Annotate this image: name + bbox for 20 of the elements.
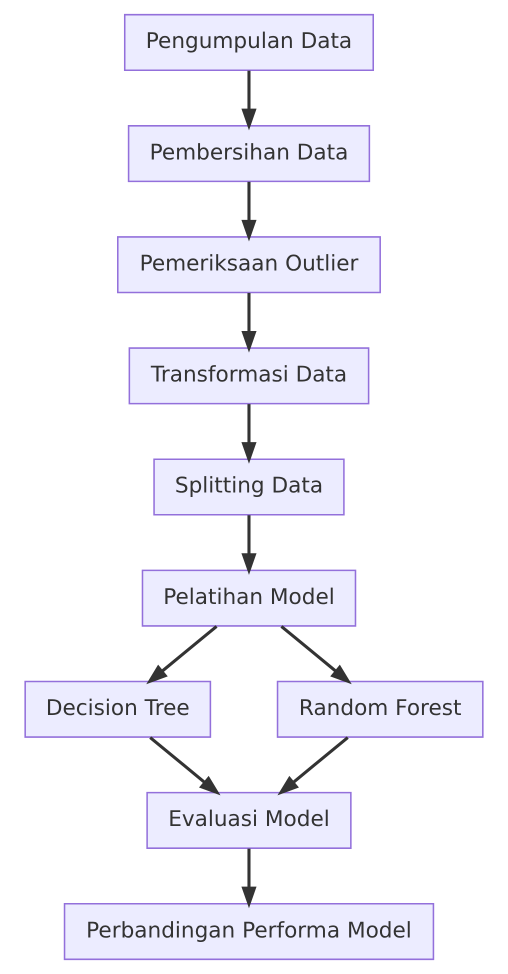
- arrow: [241, 182, 257, 242]
- arrow: [149, 736, 221, 796]
- node-box: Pelatihan Model: [142, 570, 356, 627]
- arrow: [277, 736, 349, 796]
- node-box: Splitting Data: [153, 458, 345, 516]
- node-box: Pemeriksaan Outlier: [117, 236, 381, 294]
- node-box: Evaluasi Model: [146, 792, 352, 849]
- arrow: [241, 404, 257, 464]
- arrow: [146, 625, 218, 684]
- node-box: Transformasi Data: [128, 347, 370, 404]
- arrow: [241, 292, 257, 353]
- node-box: Perbandingan Performa Model: [64, 902, 434, 960]
- node-box: Random Forest: [276, 680, 484, 738]
- node-box: Pembersihan Data: [128, 125, 370, 182]
- node-box: Pengumpulan Data: [124, 14, 374, 72]
- arrow: [241, 848, 257, 908]
- arrow: [280, 625, 352, 684]
- node-box: Decision Tree: [24, 680, 212, 738]
- arrow: [241, 515, 257, 575]
- arrow: [241, 70, 257, 130]
